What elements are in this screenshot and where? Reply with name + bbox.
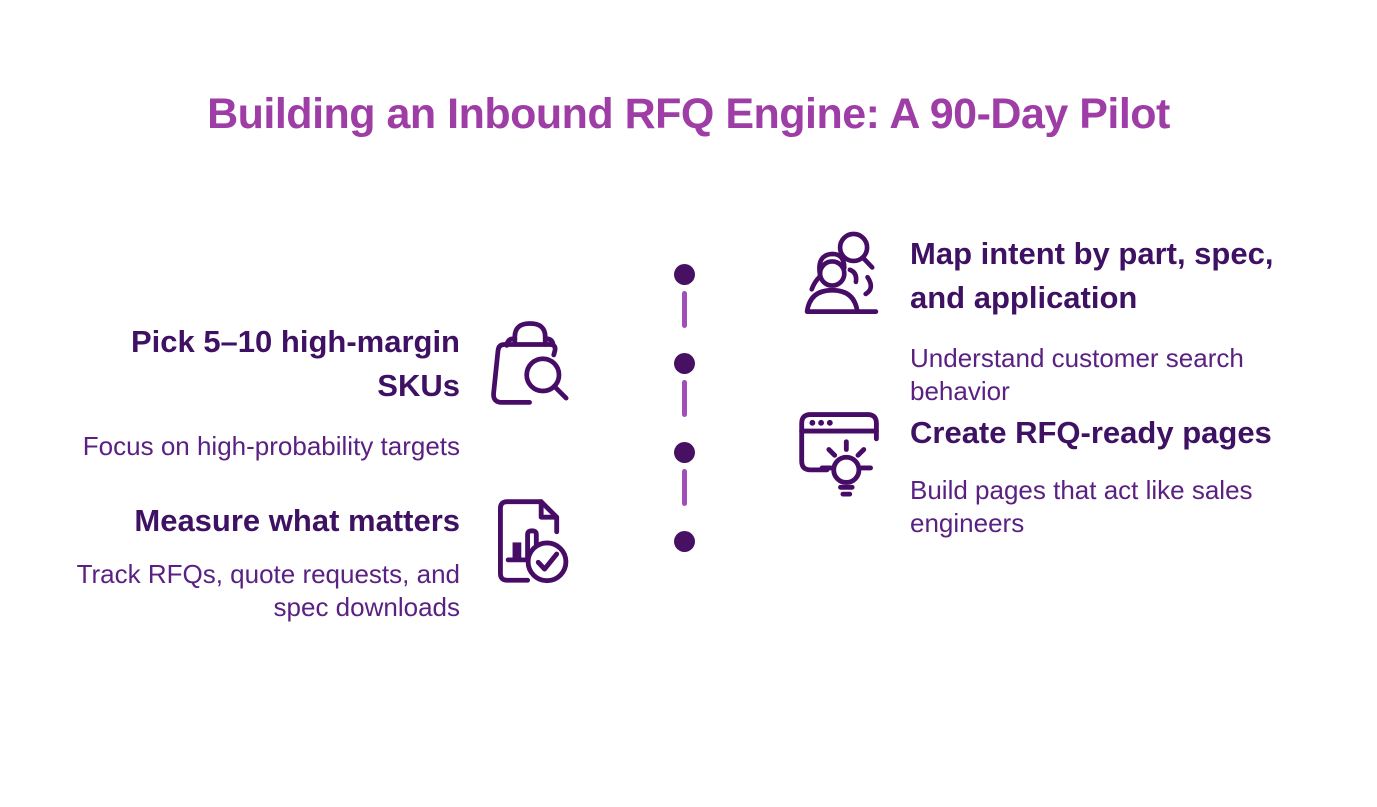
right-step-2-description: Build pages that act like sales engineer…: [910, 475, 1253, 538]
browser-idea-icon: [792, 401, 889, 498]
timeline: [674, 264, 696, 564]
timeline-connector: [682, 380, 687, 417]
timeline-dot: [674, 442, 695, 463]
timeline-dot: [674, 531, 695, 552]
right-step-1-description: Understand customer search behavior: [910, 343, 1244, 406]
report-check-icon: [482, 491, 579, 588]
right-step-2-heading: Create RFQ-ready pages: [910, 415, 1272, 450]
timeline-dot: [674, 264, 695, 285]
right-step-1-heading: Map intent by part, spec, and applicatio…: [910, 236, 1274, 315]
shopping-bag-search-icon: [483, 315, 578, 410]
left-step-1-description: Focus on high-probability targets: [82, 431, 460, 461]
left-step-2-heading: Measure what matters: [134, 503, 460, 538]
left-step-1-heading: Pick 5–10 high-margin SKUs: [130, 324, 460, 403]
timeline-connector: [682, 469, 687, 506]
person-search-icon: [795, 227, 888, 320]
timeline-connector: [682, 291, 687, 328]
timeline-dot: [674, 353, 695, 374]
left-step-2-description: Track RFQs, quote requests, and spec dow…: [76, 559, 460, 622]
page-title: Building an Inbound RFQ Engine: A 90-Day…: [207, 90, 1170, 138]
